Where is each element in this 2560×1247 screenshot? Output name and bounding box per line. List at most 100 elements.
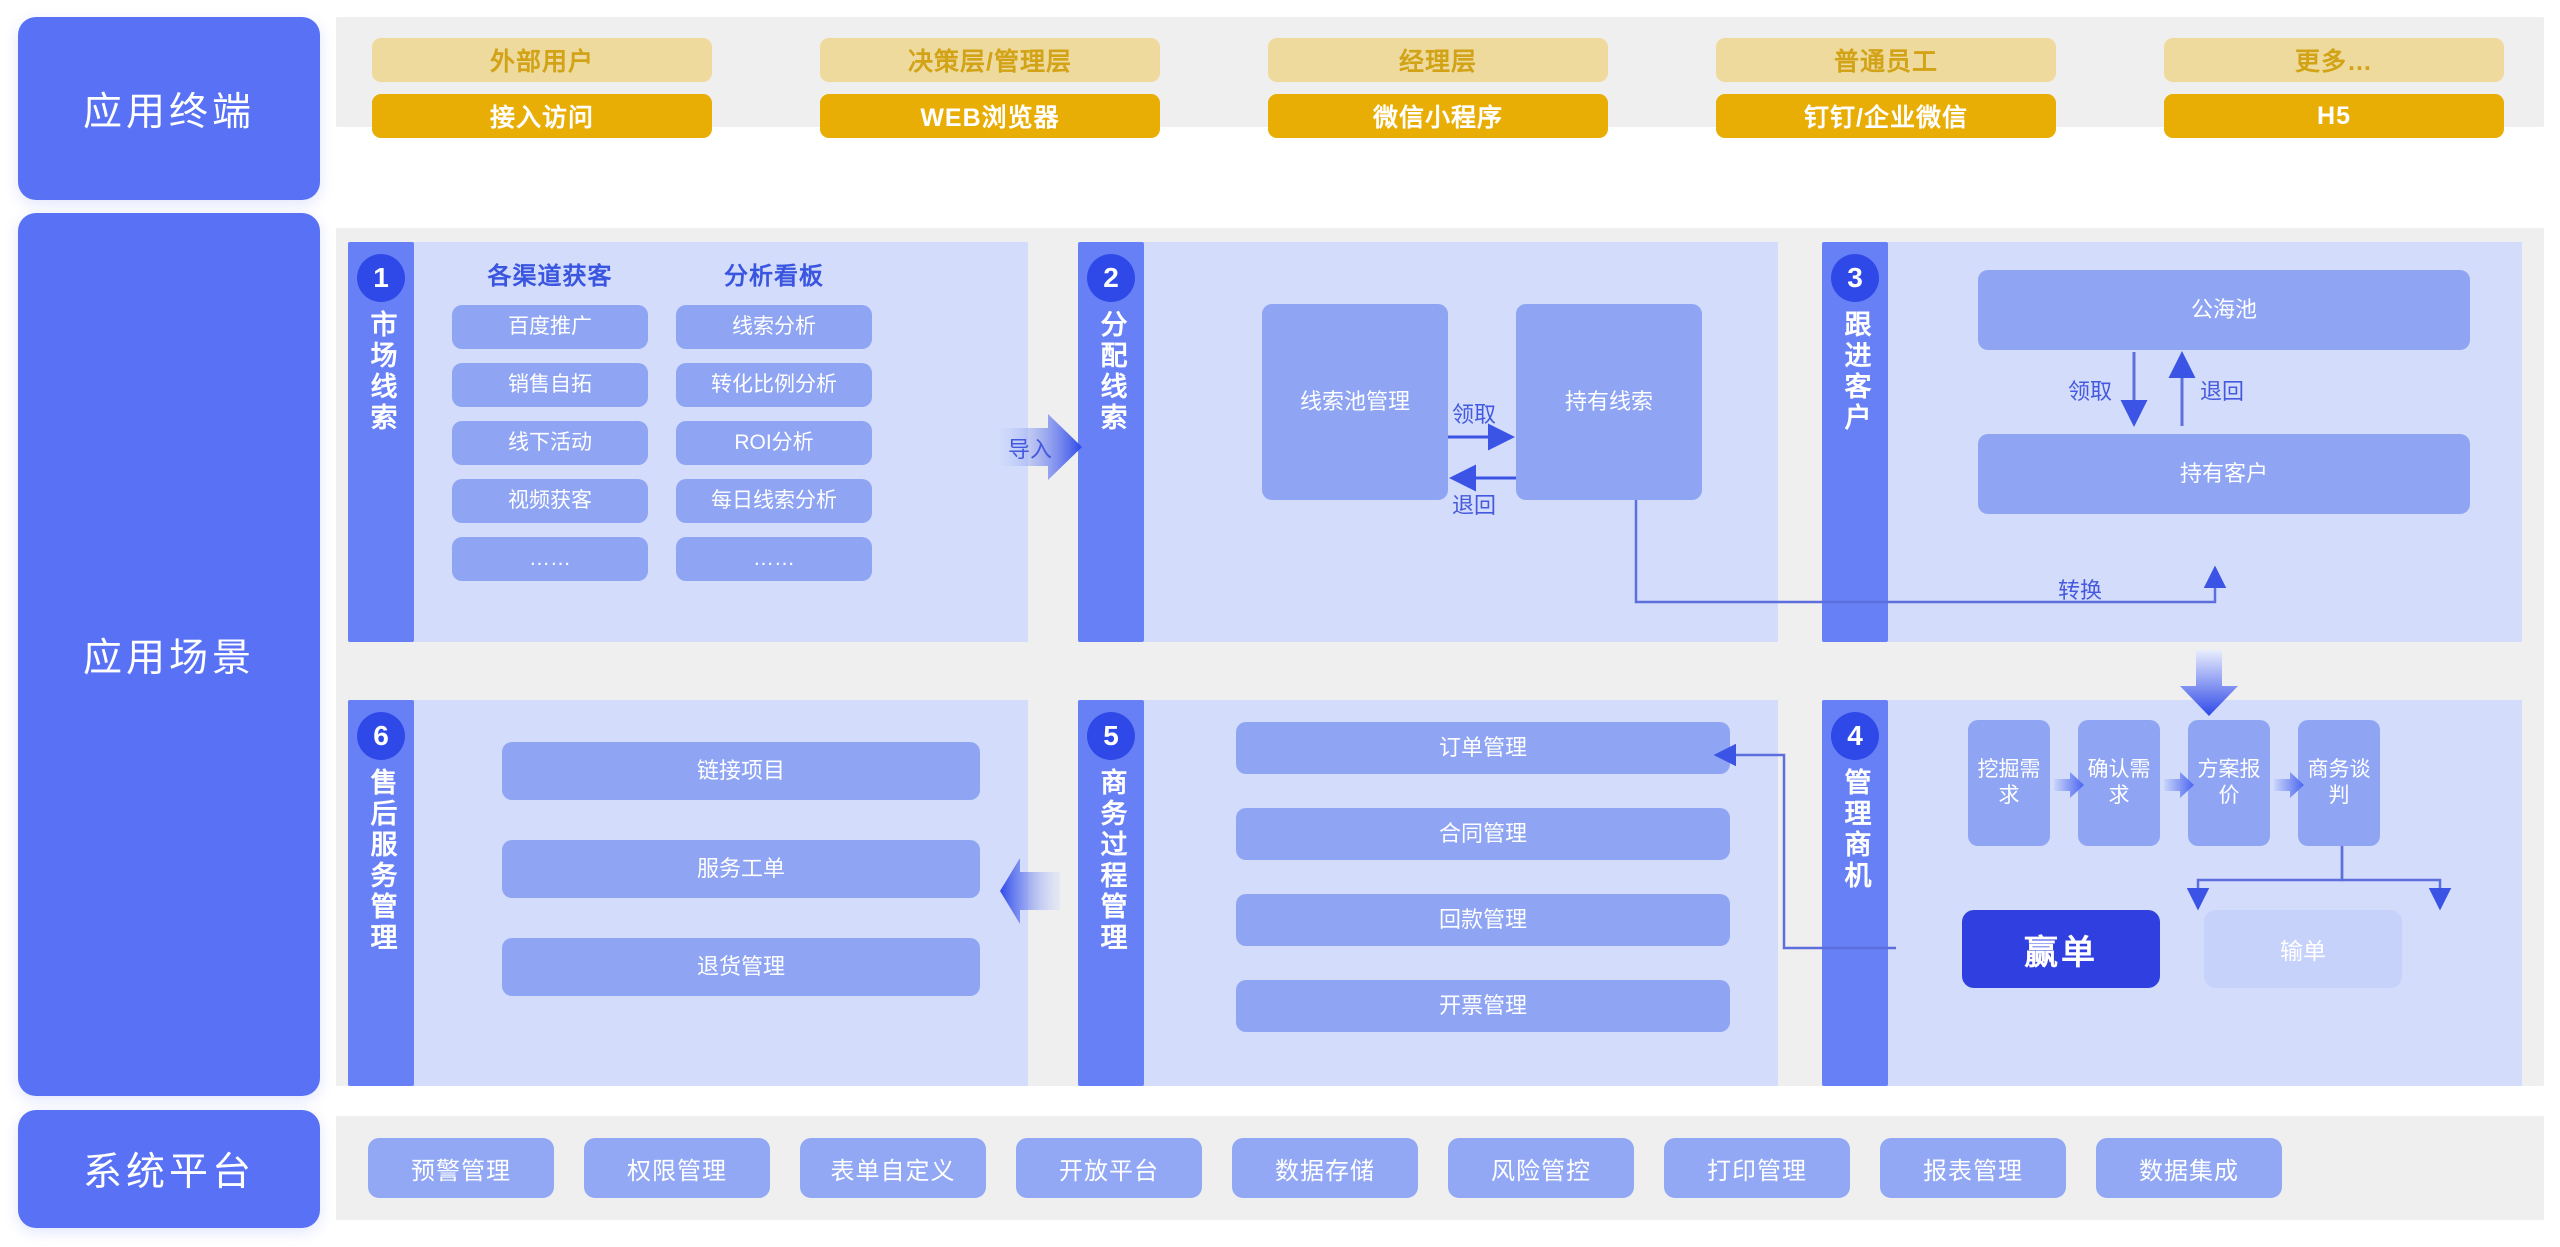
section-business-process: 5 商务过程管理 订单管理 合同管理 回款管理 开票管理	[1078, 700, 1778, 1086]
edge-label-return-s3: 退回	[2200, 379, 2245, 404]
business-process-item[interactable]: 合同管理	[1236, 808, 1730, 860]
opportunity-stage[interactable]: 方案报价	[2188, 720, 2270, 846]
terminal-column-3: 普通员工 钉钉/企业微信	[1716, 38, 2056, 138]
rail-application-scenario: 应用场景	[18, 213, 320, 1096]
section-1-body: 各渠道获客 百度推广 销售自拓 线下活动 视频获客 …… 分析看板 线索分析 转…	[414, 242, 1028, 642]
lead-channel-item[interactable]: 百度推广	[452, 305, 648, 349]
rail-terminal-label: 应用终端	[82, 90, 255, 134]
section-2-title: 分配线索	[1096, 310, 1127, 434]
section-2-body: 线索池管理 持有线索	[1144, 242, 1778, 642]
opportunity-stage[interactable]: 挖掘需求	[1968, 720, 2050, 846]
terminal-column-1: 决策层/管理层 WEB浏览器	[820, 38, 1160, 138]
after-sales-item[interactable]: 退货管理	[502, 938, 980, 996]
terminal-column-0: 外部用户 接入访问	[372, 38, 712, 138]
section-3-badge: 3	[1831, 254, 1879, 302]
analysis-dashboard-heading: 分析看板	[724, 263, 824, 290]
held-leads-box[interactable]: 持有线索	[1516, 304, 1702, 500]
channel-acquisition-column: 各渠道获客 百度推广 销售自拓 线下活动 视频获客 ……	[452, 256, 648, 581]
lead-channel-item[interactable]: ……	[452, 537, 648, 581]
section-after-sales: 6 售后服务管理 链接项目 服务工单 退货管理	[348, 700, 1028, 1086]
analysis-item[interactable]: 线索分析	[676, 305, 872, 349]
section-6-body: 链接项目 服务工单 退货管理	[414, 700, 1028, 1086]
rail-platform-label: 系统平台	[82, 1151, 255, 1194]
terminal-role-2[interactable]: 经理层	[1268, 38, 1608, 82]
held-customers-box[interactable]: 持有客户	[1978, 434, 2470, 514]
section-assign-leads: 2 分配线索 线索池管理 持有线索	[1078, 242, 1778, 642]
rail-scene-label: 应用场景	[82, 636, 255, 680]
section-6-tab: 6 售后服务管理	[348, 700, 414, 1086]
terminal-column-4: 更多… H5	[2164, 38, 2504, 138]
rail-system-platform: 系统平台	[18, 1110, 320, 1228]
section-6-badge: 6	[357, 712, 405, 760]
after-sales-item[interactable]: 链接项目	[502, 742, 980, 800]
edge-label-claim-s3: 领取	[2068, 379, 2113, 404]
lead-channel-item[interactable]: 线下活动	[452, 421, 648, 465]
terminal-channel-3[interactable]: 钉钉/企业微信	[1716, 94, 2056, 138]
section-1-badge: 1	[357, 254, 405, 302]
analysis-item[interactable]: 每日线索分析	[676, 479, 872, 523]
analysis-item[interactable]: ……	[676, 537, 872, 581]
platform-item-6[interactable]: 打印管理	[1664, 1138, 1850, 1198]
platform-item-4[interactable]: 数据存储	[1232, 1138, 1418, 1198]
section-5-tab: 5 商务过程管理	[1078, 700, 1144, 1086]
terminal-role-3[interactable]: 普通员工	[1716, 38, 2056, 82]
terminal-channel-4[interactable]: H5	[2164, 94, 2504, 138]
section-3-tab: 3 跟进客户	[1822, 242, 1888, 642]
analysis-item[interactable]: 转化比例分析	[676, 363, 872, 407]
terminal-role-0[interactable]: 外部用户	[372, 38, 712, 82]
channel-acquisition-heading: 各渠道获客	[487, 263, 613, 290]
terminal-channel-0[interactable]: 接入访问	[372, 94, 712, 138]
section-3-title: 跟进客户	[1840, 310, 1871, 434]
business-process-item[interactable]: 开票管理	[1236, 980, 1730, 1032]
terminal-channel-1[interactable]: WEB浏览器	[820, 94, 1160, 138]
analysis-item[interactable]: ROI分析	[676, 421, 872, 465]
platform-item-1[interactable]: 权限管理	[584, 1138, 770, 1198]
stage-arrow-icon	[2054, 772, 2084, 798]
section-5-badge: 5	[1087, 712, 1135, 760]
section-market-leads: 1 市场线索 各渠道获客 百度推广 销售自拓 线下活动 视频获客 …… 分析看板…	[348, 242, 1028, 642]
stage-arrow-icon	[2274, 772, 2304, 798]
edge-label-convert: 转换	[2058, 578, 2103, 603]
section-4-badge: 4	[1831, 712, 1879, 760]
terminal-role-1[interactable]: 决策层/管理层	[820, 38, 1160, 82]
platform-item-7[interactable]: 报表管理	[1880, 1138, 2066, 1198]
after-sales-item[interactable]: 服务工单	[502, 840, 980, 898]
platform-item-3[interactable]: 开放平台	[1016, 1138, 1202, 1198]
lead-channel-item[interactable]: 视频获客	[452, 479, 648, 523]
business-process-item[interactable]: 订单管理	[1236, 722, 1730, 774]
section-5-body: 订单管理 合同管理 回款管理 开票管理	[1144, 700, 1778, 1086]
opportunity-stage[interactable]: 商务谈判	[2298, 720, 2380, 846]
platform-item-2[interactable]: 表单自定义	[800, 1138, 986, 1198]
section-2-tab: 2 分配线索	[1078, 242, 1144, 642]
section-follow-customers: 3 跟进客户 公海池 持有客户	[1822, 242, 2522, 642]
opportunity-stage[interactable]: 确认需求	[2078, 720, 2160, 846]
terminal-column-2: 经理层 微信小程序	[1268, 38, 1608, 138]
terminal-channel-2[interactable]: 微信小程序	[1268, 94, 1608, 138]
terminal-role-4[interactable]: 更多…	[2164, 38, 2504, 82]
public-sea-pool-box[interactable]: 公海池	[1978, 270, 2470, 350]
platform-item-5[interactable]: 风险管控	[1448, 1138, 1634, 1198]
lead-pool-management-box[interactable]: 线索池管理	[1262, 304, 1448, 500]
section-6-title: 售后服务管理	[366, 768, 397, 954]
section-2-badge: 2	[1087, 254, 1135, 302]
analysis-dashboard-column: 分析看板 线索分析 转化比例分析 ROI分析 每日线索分析 ……	[676, 256, 872, 581]
lose-deal-box[interactable]: 输单	[2204, 910, 2402, 988]
business-process-item[interactable]: 回款管理	[1236, 894, 1730, 946]
section-4-body: 挖掘需求 确认需求 方案报价 商务谈判 赢单 输单	[1888, 700, 2522, 1086]
section-4-tab: 4 管理商机	[1822, 700, 1888, 1086]
stage-arrow-icon	[2164, 772, 2194, 798]
edge-label-return-s2: 退回	[1452, 493, 1497, 518]
platform-item-0[interactable]: 预警管理	[368, 1138, 554, 1198]
section-manage-opportunities: 4 管理商机 挖掘需求 确认需求 方案报价 商务谈判 赢单 输单	[1822, 700, 2522, 1086]
edge-label-claim-s2: 领取	[1452, 402, 1497, 427]
section-4-title: 管理商机	[1840, 768, 1871, 892]
win-deal-box[interactable]: 赢单	[1962, 910, 2160, 988]
section-5-title: 商务过程管理	[1096, 768, 1127, 954]
platform-item-8[interactable]: 数据集成	[2096, 1138, 2282, 1198]
section-1-title: 市场线索	[366, 310, 397, 434]
edge-label-import: 导入	[1008, 437, 1053, 462]
rail-application-terminal: 应用终端	[18, 17, 320, 200]
lead-channel-item[interactable]: 销售自拓	[452, 363, 648, 407]
section-3-body: 公海池 持有客户	[1888, 242, 2522, 642]
